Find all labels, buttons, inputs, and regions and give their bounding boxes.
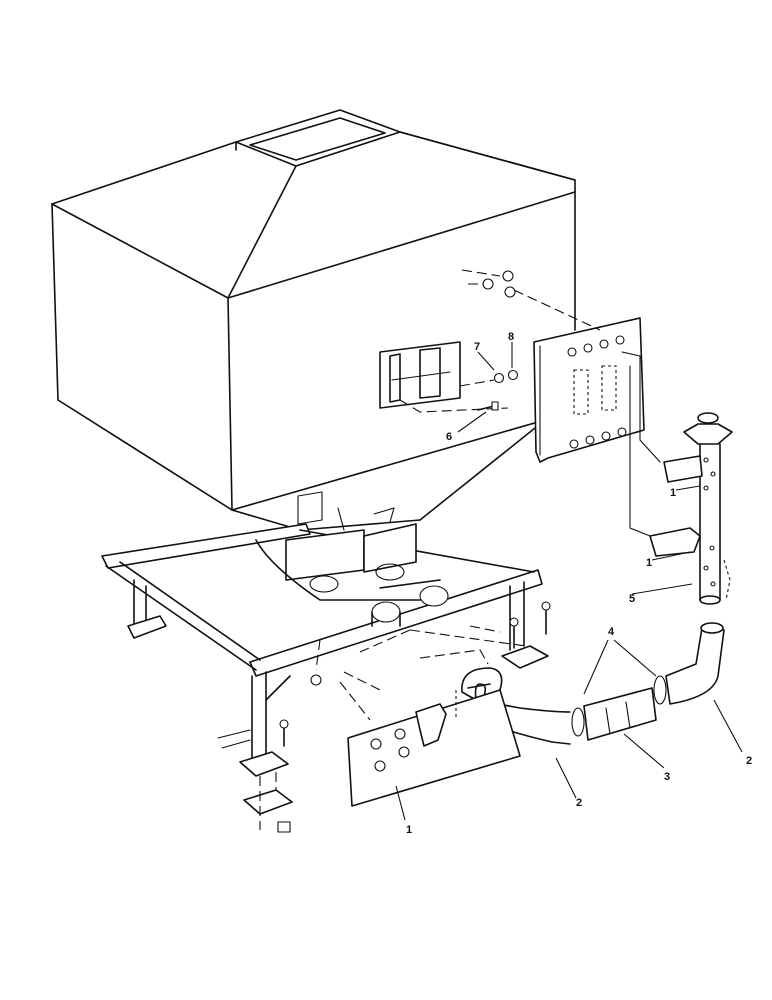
callout-labels: 1 2 2 3 4 5 6 7 8 1 1 <box>406 331 752 836</box>
callout-1-bracket-upper: 1 <box>670 487 676 499</box>
callout-6-bolt: 6 <box>446 431 452 443</box>
hopper-side-bracket <box>379 341 509 413</box>
hopper <box>51 109 576 531</box>
callout-2-left-pipe: 2 <box>576 797 582 809</box>
auger-housing <box>255 491 449 627</box>
vertical-discharge-pipe <box>683 412 733 605</box>
side-plate-assembly <box>310 674 521 807</box>
stand-frame <box>101 523 551 833</box>
callout-7-washer: 7 <box>474 341 480 353</box>
callout-1-bracket-lower: 1 <box>646 557 652 569</box>
callout-5-pipe: 5 <box>629 593 635 605</box>
callout-2-right-elbow: 2 <box>746 755 752 767</box>
callout-leaders <box>395 342 743 821</box>
callout-8-nut: 8 <box>508 331 514 343</box>
fasteners-6-7-8 <box>477 369 519 411</box>
callout-4-clamps: 4 <box>608 626 615 638</box>
mounting-plate <box>533 317 645 463</box>
dashed-leader-lines <box>315 625 527 691</box>
callout-3-hose: 3 <box>664 771 670 783</box>
callout-1-plate: 1 <box>406 824 412 836</box>
pipe-clamp-brackets <box>621 351 703 557</box>
plate-nuts <box>461 269 601 331</box>
